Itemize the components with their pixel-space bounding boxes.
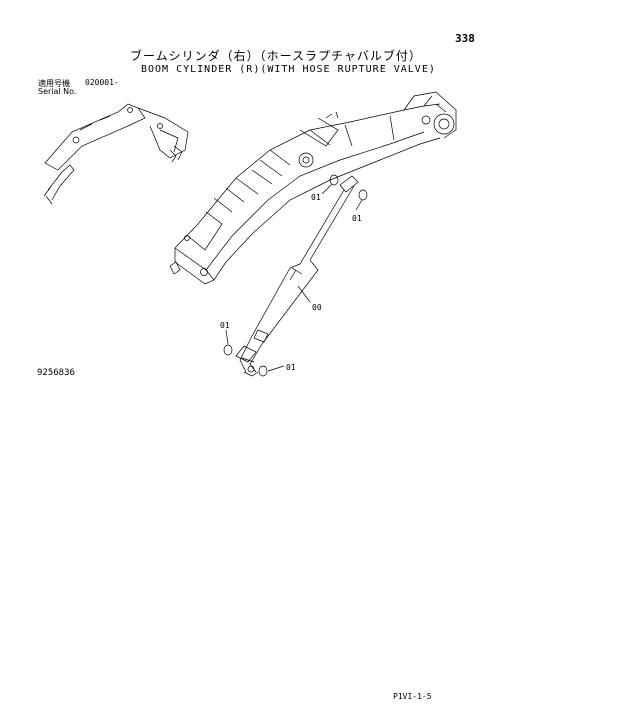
serial-value: 020001- [85, 78, 119, 87]
reference-thumbnail [43, 103, 189, 205]
boom-cylinder [235, 175, 359, 377]
leader-lines [225, 183, 363, 372]
title-english: BOOM CYLINDER (R)(WITH HOSE RUPTURE VALV… [141, 64, 436, 75]
callout-label: 01 [311, 193, 321, 202]
page-code: P1VI-1-5 [393, 692, 432, 701]
callout-label: 01 [286, 363, 296, 372]
figure-id: 9256836 [37, 368, 75, 378]
serial-label-japanese: 適用号機 [38, 79, 70, 88]
callout-label: 00 [312, 303, 322, 312]
callout-label: 01 [352, 214, 362, 223]
serial-label-english: Serial No. [38, 87, 77, 96]
boom [169, 91, 457, 285]
callout-label: 01 [220, 321, 230, 330]
title-japanese: ブームシリンダ（右）（ホースラプチャバルブ付） [130, 49, 422, 63]
page-number: 338 [455, 32, 475, 45]
bushings [223, 174, 368, 377]
